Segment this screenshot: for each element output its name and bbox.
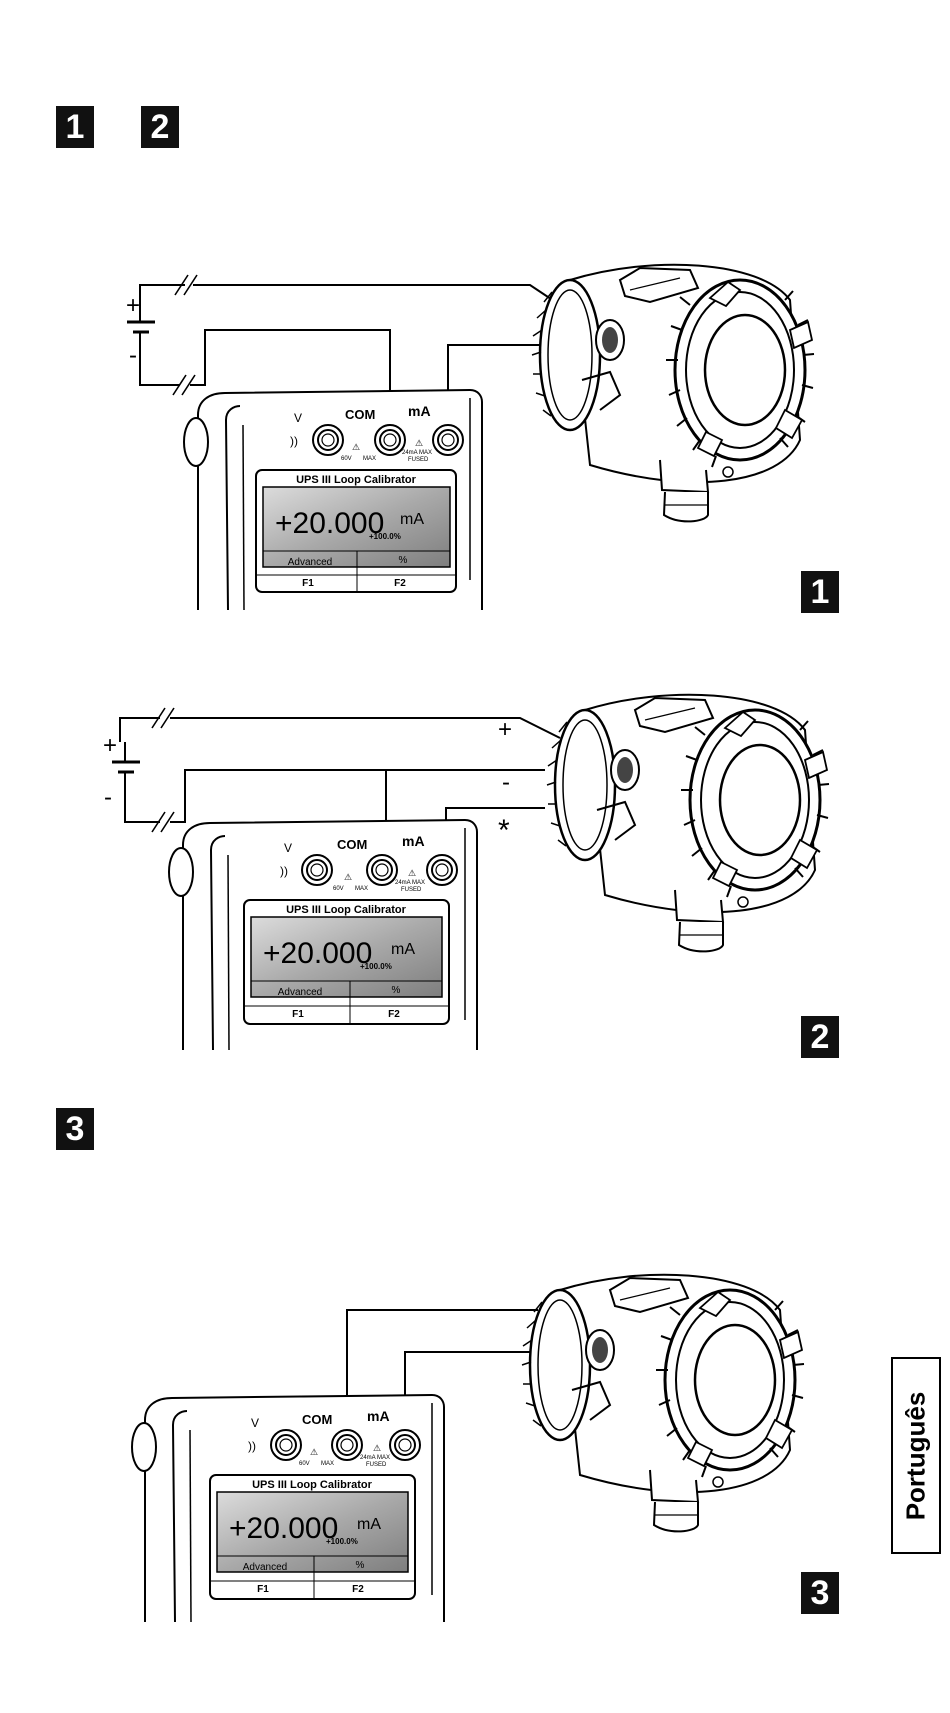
transmitter-3 [520,1273,806,1533]
calibrator-title-3: UPS III Loop Calibrator [252,1479,373,1491]
calibrator-2: V )) COM mA ⚠ 60V MAX ⚠ 24mA MAX FUSED U… [168,818,478,1051]
header-step-badge-2: 2 [141,106,179,148]
lcd-percent-3: +100.0% [326,1537,358,1546]
warning-icon-4: ⚠ [408,868,416,878]
v-label: V [294,411,302,425]
warning-icon-2: ⚠ [415,438,423,448]
transmitter-1 [530,263,816,523]
rating-left: 60V [341,456,352,462]
terminal-star: * [498,814,510,847]
lcd-percent-2: +100.0% [360,962,392,971]
com-label-3: COM [302,1412,332,1427]
ma-label: mA [408,403,431,419]
battery-symbol: + - [126,274,561,425]
f1-key-3[interactable]: F1 [257,1584,269,1595]
rating-left-max-2: MAX [355,886,368,892]
calibrator-title: UPS III Loop Calibrator [296,474,417,486]
battery-plus-2: + [103,732,117,759]
rating-right-fused-2: FUSED [401,887,422,893]
v-jack-3[interactable] [270,1429,302,1461]
wiring-diagram-3: V )) COM mA ⚠ 60V MAX ⚠ 24mA MAX FUSED U… [131,1273,806,1623]
v-label-3: V [251,1416,259,1430]
rating-left-3: 60V [299,1461,310,1467]
softkey-percent[interactable]: % [399,555,408,566]
v-label-2: V [284,841,292,855]
terminal-plus: + [498,716,512,743]
battery-plus: + [126,292,140,319]
softkey-percent-3[interactable]: % [356,1560,365,1571]
rating-right-2: 24mA MAX [395,880,425,886]
softkey-percent-2[interactable]: % [392,985,401,996]
terminal-minus: - [502,769,510,796]
lcd-unit: mA [400,511,424,528]
lcd-reading-2: +20.000 [263,937,372,970]
rating-right-fused: FUSED [408,457,429,463]
diagram-1-badge: 1 [801,571,839,613]
ma-label-2: mA [402,833,425,849]
wire-com-to-transmitter [346,1309,538,1430]
warning-icon-6: ⚠ [373,1443,381,1453]
buzzer-icon-3: )) [248,1439,256,1453]
lcd-unit-3: mA [357,1516,381,1533]
ma-jack[interactable] [432,424,464,456]
buzzer-icon: )) [290,434,298,448]
f2-key-2[interactable]: F2 [388,1009,400,1020]
diagram-2-badge: 2 [801,1016,839,1058]
transmitter-2 [545,693,831,953]
wiring-diagram-1: + - V )) COM mA ⚠ 60V MAX ⚠ 24mA MAX FUS… [126,263,816,611]
rating-left-max: MAX [363,456,376,462]
lcd-display-2 [250,916,443,998]
softkey-advanced[interactable]: Advanced [288,557,332,568]
com-label: COM [345,407,375,422]
rating-right-3: 24mA MAX [360,1455,390,1461]
warning-icon-3: ⚠ [344,872,352,882]
rating-right-fused-3: FUSED [366,1462,387,1468]
language-tab: Português [891,1357,941,1554]
lcd-reading-3: +20.000 [229,1512,338,1545]
calibrator-1: V )) COM mA ⚠ 60V MAX ⚠ 24mA MAX FUSED U… [183,388,483,611]
com-jack[interactable] [374,424,406,456]
rating-left-2: 60V [333,886,344,892]
rating-right: 24mA MAX [402,450,432,456]
f1-key[interactable]: F1 [302,578,314,589]
f2-key[interactable]: F2 [394,578,406,589]
com-label-2: COM [337,837,367,852]
calibrator-title-2: UPS III Loop Calibrator [286,904,407,916]
ma-jack-2[interactable] [426,854,458,886]
com-jack-3[interactable] [331,1429,363,1461]
lcd-percent: +100.0% [369,532,401,541]
ma-label-3: mA [367,1408,390,1424]
warning-icon: ⚠ [352,442,360,452]
softkey-advanced-2[interactable]: Advanced [278,987,322,998]
f1-key-2[interactable]: F1 [292,1009,304,1020]
lcd-reading: +20.000 [275,507,384,540]
calibrator-3: V )) COM mA ⚠ 60V MAX ⚠ 24mA MAX FUSED U… [131,1393,445,1623]
section-3-badge: 3 [56,1108,94,1150]
ma-jack-3[interactable] [389,1429,421,1461]
v-jack[interactable] [312,424,344,456]
lcd-unit-2: mA [391,941,415,958]
buzzer-icon-2: )) [280,864,288,878]
lcd-display-3 [216,1491,409,1573]
wiring-diagram-2: + - + - * V )) COM mA ⚠ 60V MAX ⚠ 24mA M… [103,693,831,1051]
battery-symbol-2: + - + - * [103,707,561,847]
warning-icon-5: ⚠ [310,1447,318,1457]
diagram-3-badge: 3 [801,1572,839,1614]
rating-left-max-3: MAX [321,1461,334,1467]
softkey-advanced-3[interactable]: Advanced [243,1562,287,1573]
battery-minus-2: - [104,784,112,811]
header-step-badge-1: 1 [56,106,94,148]
f2-key-3[interactable]: F2 [352,1584,364,1595]
v-jack-2[interactable] [301,854,333,886]
com-jack-2[interactable] [366,854,398,886]
battery-minus: - [129,342,137,369]
